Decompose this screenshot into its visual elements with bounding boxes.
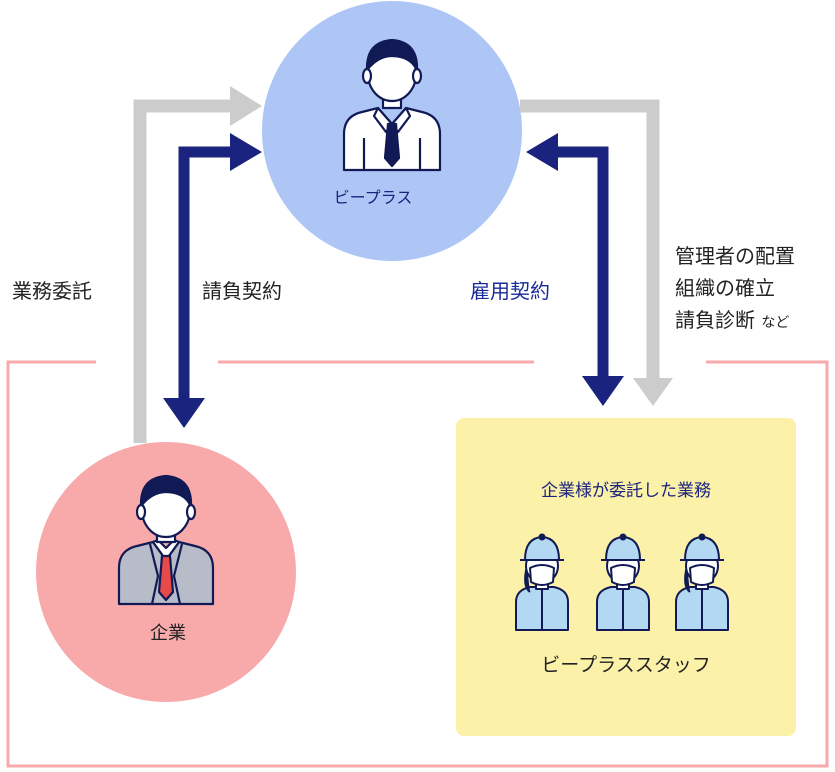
boundary-frame [6, 360, 829, 768]
bplus-person-icon [342, 38, 442, 172]
management-line: 組織の確立 [675, 276, 775, 300]
management-line-last: 請負診断 など [675, 304, 795, 339]
management-arrow [520, 99, 673, 406]
worker-icon [596, 533, 650, 631]
staff-workers-icons [515, 533, 729, 631]
employment-label: 雇用契約 [470, 279, 550, 303]
company-person-icon [117, 474, 215, 606]
management-line: 請負診断 [675, 308, 755, 332]
staff-box-title: 企業様が委託した業務 [541, 481, 711, 501]
employment-arrow [526, 133, 624, 406]
management-suffix: など [761, 315, 790, 331]
outsourcing-arrow [133, 86, 262, 443]
management-line: 管理者の配置 [675, 244, 795, 268]
worker-icon [515, 533, 569, 631]
bplus-label: ビープラス [333, 188, 413, 207]
management-label: 管理者の配置 組織の確立 請負診断 など [675, 240, 795, 339]
staff-box-footer: ビープラススタッフ [541, 654, 711, 676]
subcontract-arrow [163, 133, 262, 428]
company-label: 企業 [150, 623, 186, 644]
outsourcing-label: 業務委託 [12, 279, 92, 303]
subcontract-label: 請負契約 [202, 279, 282, 303]
worker-icon [675, 533, 729, 631]
